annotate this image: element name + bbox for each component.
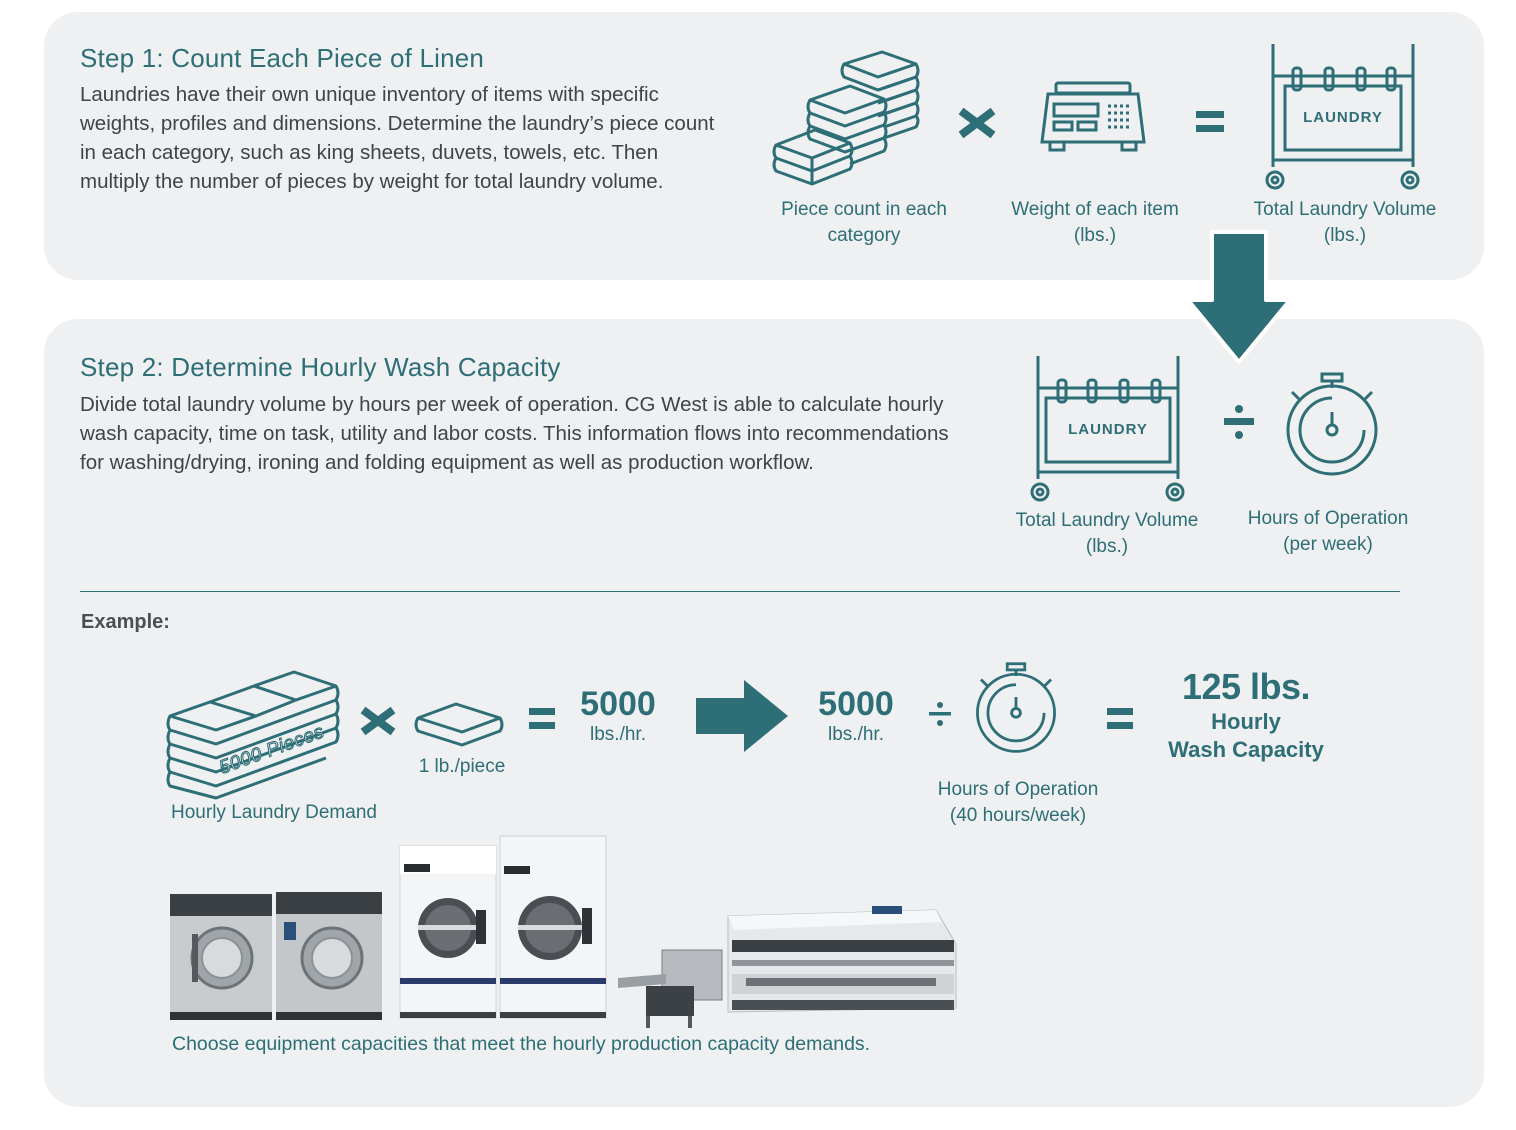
step1-title: Step 1: Count Each Piece of Linen	[80, 43, 485, 73]
down-arrow-icon	[1186, 230, 1292, 364]
step2-body: Divide total laundry volume by hours per…	[80, 393, 949, 474]
step2-total-caption: Total Laundry Volume (lbs.)	[1008, 508, 1206, 560]
folded-towel-icon	[414, 702, 504, 747]
result2-value: 5000	[818, 685, 894, 723]
example-hours-caption: Hours of Operation (40 hours/week)	[918, 777, 1118, 829]
final-capacity-value: 125 lbs.	[1181, 666, 1311, 707]
dryer-image	[399, 845, 497, 1019]
dryer-image	[499, 835, 607, 1019]
cart-sign-label: LAUNDRY	[1303, 109, 1383, 126]
final-capacity-line1: Hourly	[1211, 709, 1281, 734]
folded-linen-stack-icon	[772, 50, 920, 186]
piece-count-caption: Piece count in each category	[778, 197, 950, 249]
result2-unit: lbs./hr.	[828, 724, 884, 745]
result1-unit: lbs./hr.	[590, 724, 646, 745]
right-arrow-icon	[696, 680, 788, 752]
piece-weight-caption: 1 lb./piece	[418, 756, 506, 777]
laundry-cart-icon: LAUNDRY	[1030, 356, 1185, 502]
cart-sign-label: LAUNDRY	[1068, 421, 1148, 438]
stopwatch-icon	[1286, 372, 1378, 476]
hours-caption-line2: (per week)	[1283, 534, 1373, 555]
example-hours-caption-line1: Hours of Operation	[937, 779, 1099, 800]
divide-icon	[929, 702, 951, 726]
piece-count-caption-line1: Piece count in each	[781, 199, 947, 220]
total-volume-caption-line2: (lbs.)	[1323, 225, 1367, 246]
step2-title: Step 2: Determine Hourly Wash Capacity	[80, 352, 561, 382]
divider	[80, 591, 1400, 592]
weight-caption: Weight of each item (lbs.)	[1000, 197, 1190, 249]
hours-caption-line1: Hours of Operation	[1247, 508, 1409, 529]
equipment-footer: Choose equipment capacities that meet th…	[172, 1033, 871, 1055]
weight-caption-line2: (lbs.)	[1073, 225, 1117, 246]
pieces-stack-icon: 5000 Pieces	[166, 670, 340, 800]
equals-icon	[1107, 708, 1133, 729]
washer-extractor-image	[276, 892, 382, 1020]
step1-body: Laundries have their own unique inventor…	[80, 83, 715, 193]
example-label: Example:	[81, 611, 170, 633]
final-capacity-label: Hourly Wash Capacity	[1136, 708, 1356, 764]
final-capacity-line2: Wash Capacity	[1168, 737, 1324, 762]
step2-total-caption-line2: (lbs.)	[1085, 536, 1129, 557]
equals-icon	[1196, 111, 1224, 132]
step2-total-caption-line1: Total Laundry Volume	[1015, 510, 1199, 531]
piece-count-caption-line2: category	[827, 225, 901, 246]
equals-icon	[529, 708, 555, 729]
example-hours-caption-line2: (40 hours/week)	[949, 805, 1087, 826]
weight-caption-line1: Weight of each item	[1011, 199, 1179, 220]
stopwatch-icon	[976, 662, 1056, 753]
result1-value: 5000	[580, 685, 656, 723]
scale-icon	[1040, 81, 1146, 152]
total-volume-caption-line1: Total Laundry Volume	[1253, 199, 1437, 220]
divide-icon	[1224, 405, 1254, 439]
hours-caption: Hours of Operation (per week)	[1236, 506, 1420, 558]
multiply-icon	[360, 706, 396, 736]
washer-extractor-image	[170, 894, 272, 1020]
flatwork-ironer-image	[618, 906, 957, 1028]
total-volume-caption: Total Laundry Volume (lbs.)	[1245, 197, 1445, 249]
demand-caption: Hourly Laundry Demand	[171, 802, 377, 823]
multiply-icon	[958, 107, 996, 139]
laundry-cart-icon: LAUNDRY	[1265, 44, 1420, 190]
